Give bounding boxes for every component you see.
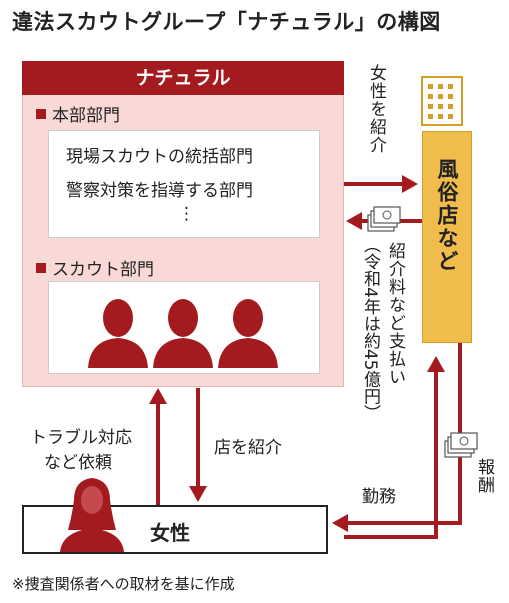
headquarters-label: 本部部門 xyxy=(36,101,120,126)
organization-name: ナチュラル xyxy=(22,61,344,95)
arrow-introduce-women xyxy=(344,175,418,193)
arrow-remuneration xyxy=(332,343,462,532)
headquarters-item: 現場スカウトの統括部門 xyxy=(66,147,253,167)
person-silhouette-icon xyxy=(153,299,213,368)
headquarters-item: 警察対策を指導する部門 xyxy=(66,181,253,201)
label-introduce-shop: 店を紹介 xyxy=(214,438,282,458)
money-icon xyxy=(444,432,478,458)
arrow-introduce-shop xyxy=(189,388,207,502)
label-trouble-line1: トラブル対応 xyxy=(30,428,132,448)
person-silhouette-icon xyxy=(88,299,148,368)
scout-division-label: スカウト部門 xyxy=(36,255,154,280)
shop-label: 風俗店など xyxy=(435,158,459,273)
label-remuneration: 報酬 xyxy=(474,458,494,494)
label-fee-line1: 紹介料など支払い xyxy=(385,242,405,386)
label-fee-line2: （令和4年は約45億円） xyxy=(360,236,380,422)
building-icon xyxy=(421,76,463,126)
money-icon xyxy=(367,206,401,232)
headquarters-box xyxy=(48,130,320,238)
woman-label: 女性 xyxy=(150,521,190,545)
diagram-title: 違法スカウトグループ「ナチュラル」の構図 xyxy=(12,10,441,34)
label-work: 勤務 xyxy=(362,487,396,507)
arrow-work xyxy=(344,356,445,539)
arrow-trouble-request xyxy=(149,388,167,505)
person-silhouette-icon xyxy=(218,299,278,368)
woman-silhouette-icon xyxy=(60,478,124,552)
bullet-square xyxy=(36,109,46,119)
headquarters-label-text: 本部部門 xyxy=(52,106,120,126)
scout-division-label-text: スカウト部門 xyxy=(52,260,154,280)
bullet-square xyxy=(36,263,46,273)
label-introduce-women: 女性を紹介 xyxy=(366,64,386,154)
shop-box xyxy=(422,131,472,343)
label-trouble-line2: など依頼 xyxy=(44,453,112,473)
ellipsis-item: ⋮ xyxy=(178,204,195,224)
footnote: ※捜査関係者への取材を基に作成 xyxy=(12,575,235,593)
